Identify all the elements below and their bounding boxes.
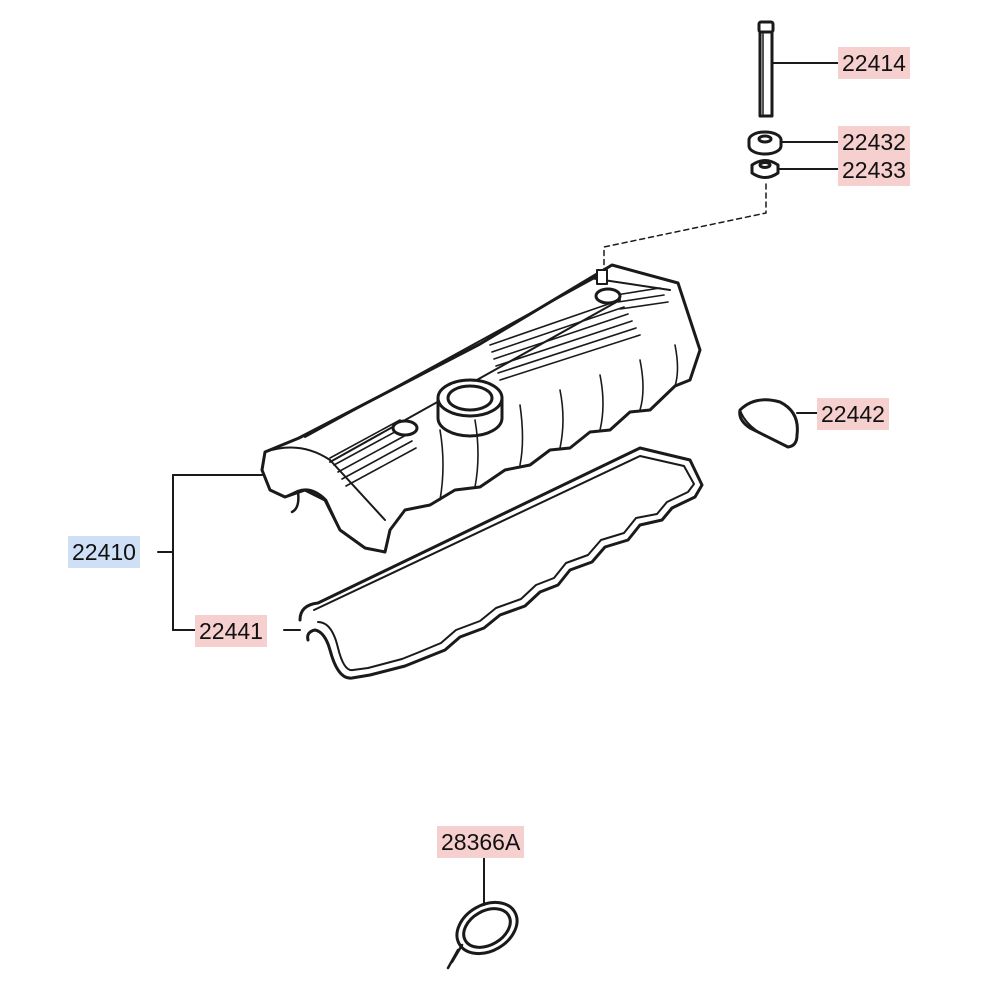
o-ring-28366A <box>446 900 519 970</box>
part-label-22433[interactable]: 22433 <box>838 154 910 186</box>
part-label-22432[interactable]: 22432 <box>838 126 910 158</box>
grommet-22433 <box>750 159 780 179</box>
gasket-22441 <box>298 446 704 680</box>
bolt-22414 <box>757 20 775 118</box>
part-label-22410[interactable]: 22410 <box>68 536 140 568</box>
part-label-22441[interactable]: 22441 <box>195 615 267 647</box>
assembly-bracket <box>157 474 301 631</box>
part-label-22442[interactable]: 22442 <box>817 398 889 430</box>
washer-22432 <box>747 130 783 156</box>
half-moon-seal-22442 <box>738 398 799 449</box>
rocker-cover <box>260 263 702 554</box>
part-label-22414[interactable]: 22414 <box>838 47 910 79</box>
part-label-28366A[interactable]: 28366A <box>437 826 525 858</box>
